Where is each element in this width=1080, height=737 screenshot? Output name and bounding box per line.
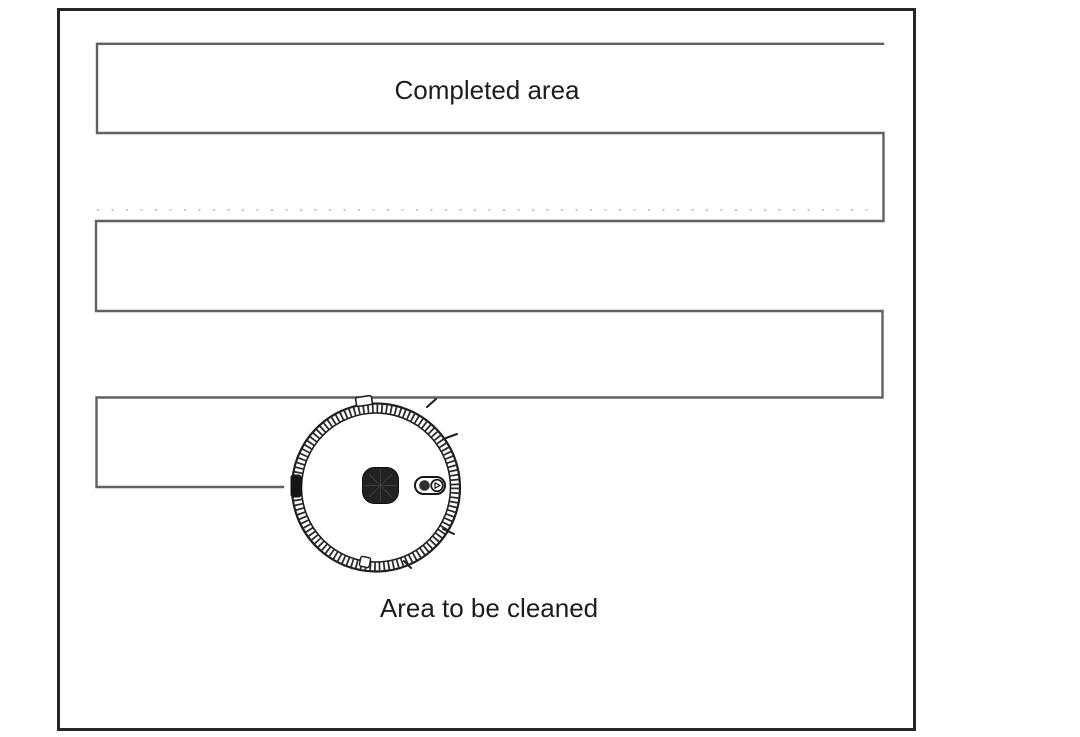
robot-vacuum-top-view-icon <box>290 394 462 573</box>
robot-dock-button <box>430 478 444 493</box>
cleaning-path <box>94 42 885 489</box>
robot-rim-sensor-ticks <box>403 398 458 569</box>
cleaning-path-lines <box>94 42 885 489</box>
robot-dock-button-glyph <box>434 482 441 489</box>
area-to-be-cleaned-label: Area to be cleaned <box>380 593 598 623</box>
robot-left-bumper-pad <box>290 474 302 498</box>
robot-bottom-notch <box>358 555 372 569</box>
completed-area-label: Completed area <box>395 75 581 105</box>
robot-lidar-texture <box>364 469 397 502</box>
robot-top-notch <box>354 394 374 408</box>
room-boundary <box>57 8 916 731</box>
robot-buttons <box>414 476 446 495</box>
robot-bumper-ring <box>293 404 459 571</box>
robot-power-button <box>419 480 430 491</box>
